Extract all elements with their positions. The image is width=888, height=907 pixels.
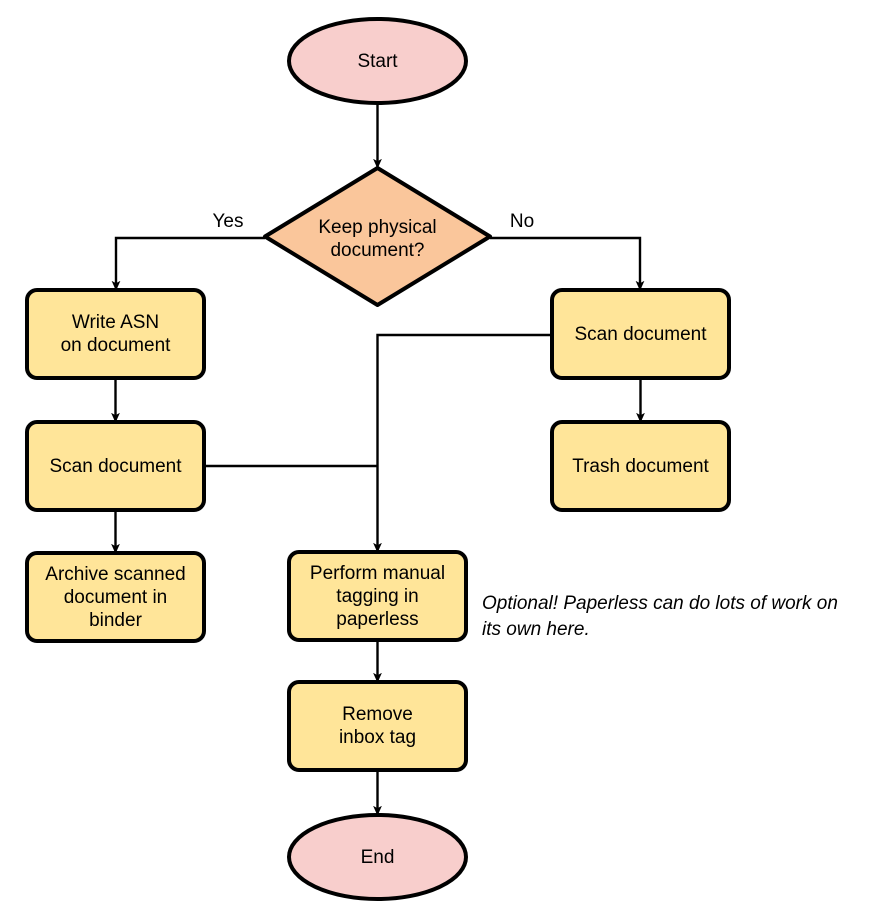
trash-document-box xyxy=(550,420,731,512)
edge-label-no: No xyxy=(510,211,534,232)
tagging-label-line2: tagging in xyxy=(336,586,418,607)
edge-decision-yes-to-write-asn xyxy=(111,236,265,291)
decision-label-line2: document? xyxy=(330,240,424,261)
node-scan-document-left[interactable]: Scan document xyxy=(25,420,206,512)
tagging-label-line1: Perform manual xyxy=(310,563,445,584)
node-perform-manual-tagging[interactable]: Perform manual tagging in paperless xyxy=(287,550,468,642)
trash-document-label: Trash document xyxy=(572,456,709,477)
archive-box xyxy=(25,551,206,643)
edge-decision-no-to-scan-right xyxy=(490,236,645,291)
note-line-2: its own here. xyxy=(482,619,590,640)
scan-document-left-label: Scan document xyxy=(49,456,182,477)
scan-document-right-box xyxy=(550,288,731,380)
decision-label-line1: Keep physical xyxy=(318,217,436,238)
start-ellipse xyxy=(287,17,468,105)
node-decision-keep-physical-document[interactable]: Keep physical document? xyxy=(263,166,492,307)
node-remove-inbox-tag[interactable]: Remove inbox tag xyxy=(287,680,468,772)
remove-inbox-tag-box xyxy=(287,680,468,772)
decision-diamond xyxy=(263,166,492,307)
write-asn-box xyxy=(25,288,206,380)
node-end[interactable]: End xyxy=(287,813,468,901)
node-scan-document-right[interactable]: Scan document xyxy=(550,288,731,380)
edge-scan-right-to-tagging xyxy=(373,333,552,553)
node-start[interactable]: Start xyxy=(287,17,468,105)
edge-label-yes: Yes xyxy=(213,211,244,232)
remove-inbox-label-line2: inbox tag xyxy=(339,727,416,748)
node-archive-scanned-document[interactable]: Archive scanned document in binder xyxy=(25,551,206,643)
node-trash-document[interactable]: Trash document xyxy=(550,420,731,512)
archive-label-line3: binder xyxy=(89,610,142,631)
annotation-note: Optional! Paperless can do lots of work … xyxy=(482,593,838,640)
start-label: Start xyxy=(357,51,398,72)
write-asn-label-line2: on document xyxy=(61,335,172,356)
end-label: End xyxy=(361,847,395,868)
scan-document-right-label: Scan document xyxy=(574,324,707,345)
tagging-label-line3: paperless xyxy=(336,609,418,630)
node-write-asn-on-document[interactable]: Write ASN on document xyxy=(25,288,206,380)
write-asn-label-line1: Write ASN xyxy=(72,312,159,333)
note-line-1: Optional! Paperless can do lots of work … xyxy=(482,593,838,614)
archive-label-line1: Archive scanned xyxy=(45,564,185,585)
tagging-box xyxy=(287,550,468,642)
remove-inbox-label-line1: Remove xyxy=(342,704,413,725)
scan-document-left-box xyxy=(25,420,206,512)
end-ellipse xyxy=(287,813,468,901)
archive-label-line2: document in xyxy=(64,587,168,608)
